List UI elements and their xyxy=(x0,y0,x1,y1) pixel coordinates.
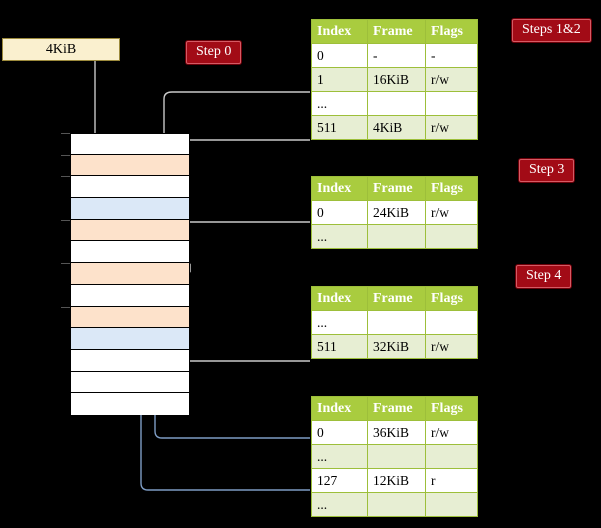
memory-row-tick xyxy=(61,219,70,221)
cell-index: ... xyxy=(311,224,368,249)
cell-flags xyxy=(425,224,478,249)
cell-frame: 12KiB xyxy=(367,468,426,493)
cell-index: ... xyxy=(311,492,368,517)
memory-frame-row xyxy=(70,393,190,415)
table-row: ... xyxy=(311,492,478,517)
cell-frame: 24KiB xyxy=(367,200,426,225)
cell-frame xyxy=(367,444,426,469)
cell-index: 511 xyxy=(311,115,368,140)
cell-flags xyxy=(425,91,478,116)
memory-frame-row xyxy=(70,176,190,199)
cell-frame: 16KiB xyxy=(367,67,426,92)
table-row: ... xyxy=(311,91,478,116)
cell-index: ... xyxy=(311,444,368,469)
table-row: 0-- xyxy=(311,43,478,68)
badge-step-4: Step 4 xyxy=(516,265,572,288)
cell-frame xyxy=(367,310,426,335)
cell-frame: - xyxy=(367,43,426,68)
col-header-index: Index xyxy=(311,19,368,44)
memory-frame-row xyxy=(70,263,190,285)
cell-flags: r/w xyxy=(425,420,478,445)
cell-index: 0 xyxy=(311,200,368,225)
col-header-frame: Frame xyxy=(367,19,426,44)
memory-row-tick xyxy=(61,263,70,265)
cell-flags xyxy=(425,310,478,335)
memory-frame-row xyxy=(70,219,190,242)
cell-frame: 36KiB xyxy=(367,420,426,445)
cell-frame xyxy=(367,224,426,249)
memory-frame-row xyxy=(70,349,190,372)
cell-flags: r/w xyxy=(425,115,478,140)
cell-index: 511 xyxy=(311,334,368,359)
table-row: ... xyxy=(311,444,478,469)
cell-frame xyxy=(367,91,426,116)
cell-frame: 4KiB xyxy=(367,115,426,140)
col-header-flags: Flags xyxy=(425,176,478,201)
cell-flags: r/w xyxy=(425,200,478,225)
badge-steps-1-2: Steps 1&2 xyxy=(512,19,591,42)
cell-index: ... xyxy=(311,91,368,116)
memory-row-tick xyxy=(61,154,70,156)
memory-frame-row xyxy=(70,328,190,350)
memory-frame-row xyxy=(70,198,190,220)
cell-frame xyxy=(367,492,426,517)
badge-step-3: Step 3 xyxy=(519,159,575,182)
cell-index: 127 xyxy=(311,468,368,493)
table-row: ... xyxy=(311,310,478,335)
cell-index: 0 xyxy=(311,43,368,68)
cell-flags: r/w xyxy=(425,67,478,92)
col-header-frame: Frame xyxy=(367,176,426,201)
cell-flags: r/w xyxy=(425,334,478,359)
col-header-frame: Frame xyxy=(367,286,426,311)
cell-index: 0 xyxy=(311,420,368,445)
memory-frame-row xyxy=(70,306,190,329)
memory-frame-row xyxy=(70,371,190,394)
col-header-frame: Frame xyxy=(367,396,426,421)
col-header-index: Index xyxy=(311,396,368,421)
memory-row-tick xyxy=(61,306,70,308)
memory-row-tick xyxy=(61,176,70,178)
col-header-flags: Flags xyxy=(425,19,478,44)
col-header-flags: Flags xyxy=(425,396,478,421)
wire-pd-511-to-frame xyxy=(181,318,310,362)
cell-index: ... xyxy=(311,310,368,335)
badge-step-0: Step 0 xyxy=(186,41,242,64)
memory-frame-row xyxy=(70,284,190,307)
table-row: ... xyxy=(311,224,478,249)
cell-flags xyxy=(425,444,478,469)
col-header-index: Index xyxy=(311,286,368,311)
cr3-frame-box: 4KiB xyxy=(2,38,120,61)
cell-index: 1 xyxy=(311,67,368,92)
col-header-flags: Flags xyxy=(425,286,478,311)
cell-flags xyxy=(425,492,478,517)
wire-pdpt-0-to-frame xyxy=(175,221,310,268)
cell-frame: 32KiB xyxy=(367,334,426,359)
cell-flags: r xyxy=(425,468,478,493)
memory-frame-row xyxy=(70,133,190,155)
cell-flags: - xyxy=(425,43,478,68)
memory-frame-row xyxy=(70,154,190,177)
col-header-index: Index xyxy=(311,176,368,201)
memory-row-tick xyxy=(61,133,70,134)
memory-frame-row xyxy=(70,241,190,264)
